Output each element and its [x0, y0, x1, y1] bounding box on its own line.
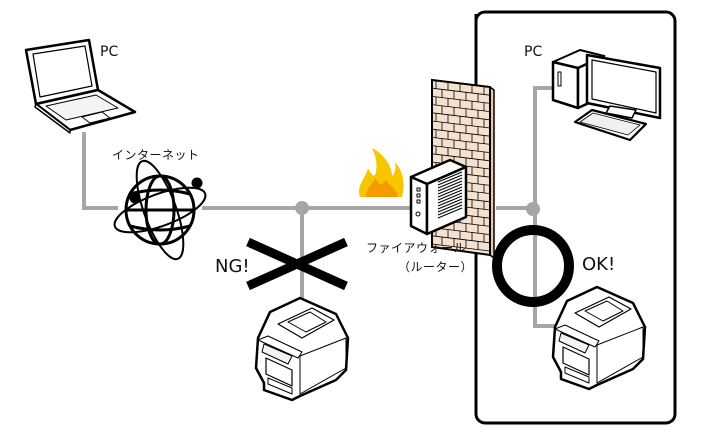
printer-part	[596, 326, 644, 384]
circle-mark-icon	[492, 225, 574, 307]
brick-row-line	[431, 104, 491, 112]
junction-inside	[526, 202, 540, 216]
vent-line	[437, 204, 463, 216]
firewall-label: ファイアウォール	[366, 241, 467, 255]
junction-outside	[295, 201, 309, 215]
brick-row-line	[431, 87, 491, 96]
desktop-pc-icon	[551, 49, 662, 142]
vent-line	[437, 183, 463, 195]
printer-icon	[254, 296, 350, 402]
printer-part	[265, 357, 293, 387]
printer-part	[299, 337, 347, 395]
vent-line	[437, 207, 463, 219]
vent-line	[437, 201, 463, 213]
firewall-router-icon	[409, 158, 468, 236]
line-lan-to-desktop	[533, 86, 555, 208]
vent-line	[437, 186, 463, 198]
printer-part	[261, 343, 293, 365]
line-lan-to-inside-printer	[533, 208, 560, 328]
firewall-sub-label: （ルーター）	[398, 260, 474, 274]
vent-line	[437, 174, 463, 186]
vent-line	[437, 198, 463, 210]
desktop-pc-label: PC	[524, 44, 543, 60]
cross-mark-icon	[246, 237, 348, 291]
printer-part	[584, 300, 624, 322]
flame-icon	[359, 148, 404, 197]
vent-line	[437, 180, 463, 192]
globe-icon	[113, 159, 207, 261]
printer-part	[554, 324, 600, 348]
vent-line	[437, 192, 463, 204]
printer-part	[558, 332, 590, 354]
ok-status-label: OK!	[582, 254, 616, 275]
brick-row-line	[431, 120, 491, 129]
vent-line	[437, 195, 463, 207]
printer-icon	[551, 285, 647, 391]
vent-line	[437, 189, 463, 201]
printer-part	[562, 346, 590, 376]
printer-part	[267, 377, 293, 395]
line-laptop-to-internet	[82, 132, 118, 210]
internet-label: インターネット	[112, 148, 200, 162]
laptop-pc-label: PC	[100, 44, 119, 60]
vent-line	[437, 177, 463, 189]
vent-line	[437, 171, 463, 183]
brick-row-line	[431, 137, 491, 145]
ng-status-label: NG!	[215, 256, 250, 277]
brick-row-line	[431, 153, 491, 162]
brick-row-line	[431, 235, 491, 244]
printer-part	[564, 366, 590, 384]
printer-part	[257, 335, 303, 359]
laptop-icon	[24, 38, 137, 134]
printer-part	[287, 311, 327, 333]
